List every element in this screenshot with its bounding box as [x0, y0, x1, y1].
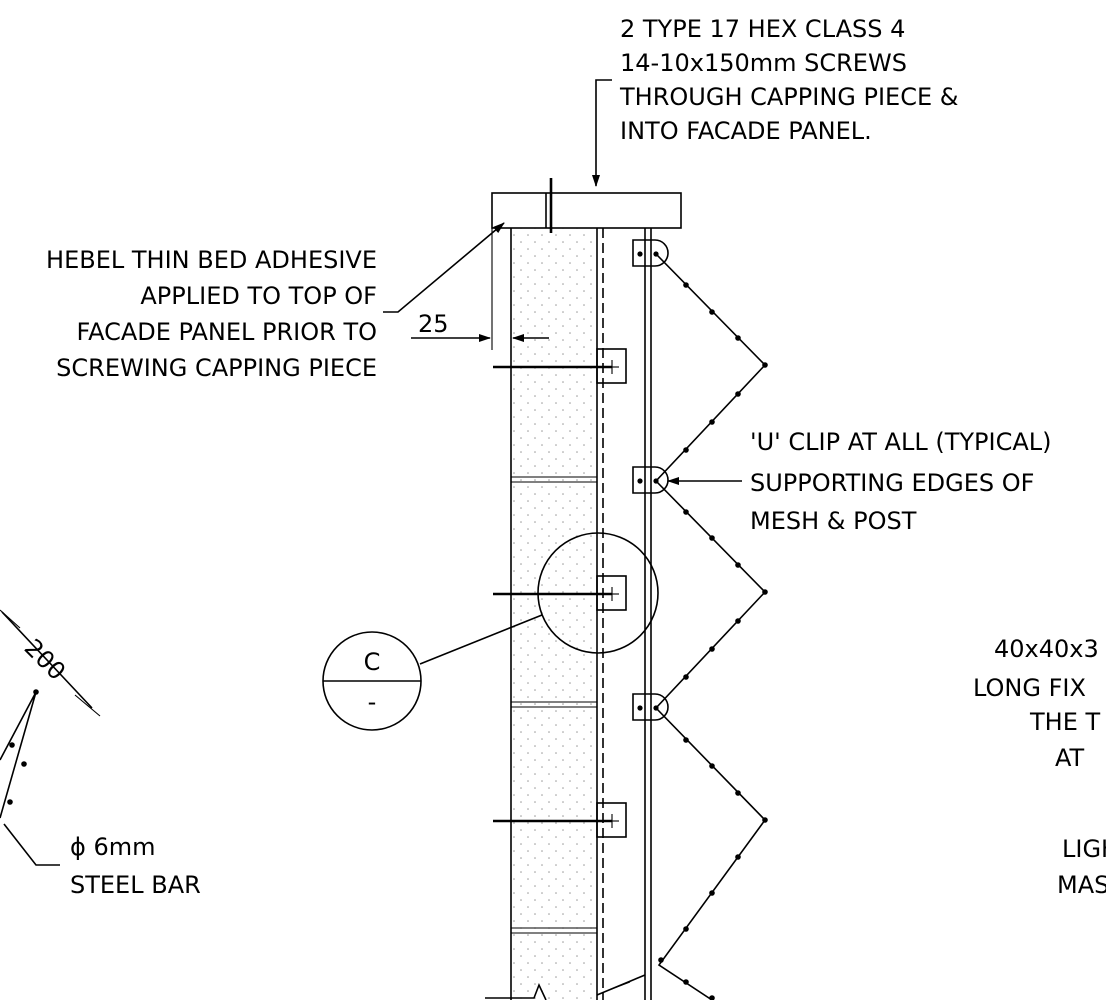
break-line	[485, 982, 547, 1000]
screws-note: 2 TYPE 17 HEX CLASS 4 14-10x150mm SCREWS…	[592, 15, 958, 187]
u-clip-note: 'U' CLIP AT ALL (TYPICAL) SUPPORTING EDG…	[667, 428, 1051, 535]
anchor-1	[493, 348, 627, 384]
steel-bar-label: STEEL BAR	[70, 871, 201, 899]
right-note-line-1: 40x40x3	[994, 635, 1099, 663]
adhesive-note-line-2: APPLIED TO TOP OF	[140, 282, 377, 310]
steel-bar-size: ϕ 6mm	[70, 833, 156, 861]
mesh	[654, 253, 768, 1000]
right-note-line-5: LIGH	[1062, 835, 1106, 863]
right-note-line-4: AT	[1055, 744, 1085, 772]
u-clip-note-line-1: 'U' CLIP AT ALL (TYPICAL)	[750, 428, 1051, 456]
anchor-brackets	[493, 348, 627, 838]
right-partial-note: 40x40x3 LONG FIX THE T AT LIGH MAS	[973, 635, 1106, 899]
capping-offset-dimension: 25	[411, 228, 549, 350]
screws-note-line-3: THROUGH CAPPING PIECE &	[619, 83, 958, 111]
capping-piece	[491, 178, 682, 233]
right-note-line-6: MAS	[1057, 871, 1106, 899]
anchor-3	[493, 802, 627, 838]
adhesive-note-line-3: FACADE PANEL PRIOR TO	[77, 318, 378, 346]
screws-note-line-4: INTO FACADE PANEL.	[620, 117, 872, 145]
facade-panel	[510, 228, 604, 1000]
u-clip-note-line-2: SUPPORTING EDGES OF	[750, 469, 1034, 497]
post	[596, 228, 652, 1000]
detail-sheet: -	[368, 688, 377, 716]
adhesive-note-line-1: HEBEL THIN BED ADHESIVE	[46, 246, 377, 274]
anchor-2	[493, 575, 627, 611]
detail-letter: C	[364, 648, 381, 676]
adhesive-note-line-4: SCREWING CAPPING PIECE	[56, 354, 377, 382]
right-note-line-3: THE T	[1029, 708, 1101, 736]
u-clip-note-line-3: MESH & POST	[750, 507, 917, 535]
left-mesh-detail: 200 ϕ 6mm STEEL BAR	[0, 609, 201, 899]
detail-callout: C -	[322, 532, 659, 731]
adhesive-note: HEBEL THIN BED ADHESIVE APPLIED TO TOP O…	[46, 222, 505, 382]
screws-note-line-1: 2 TYPE 17 HEX CLASS 4	[620, 15, 905, 43]
capping-offset-value: 25	[418, 310, 449, 338]
screws-note-line-2: 14-10x150mm SCREWS	[620, 49, 907, 77]
right-note-line-2: LONG FIX	[973, 674, 1086, 702]
